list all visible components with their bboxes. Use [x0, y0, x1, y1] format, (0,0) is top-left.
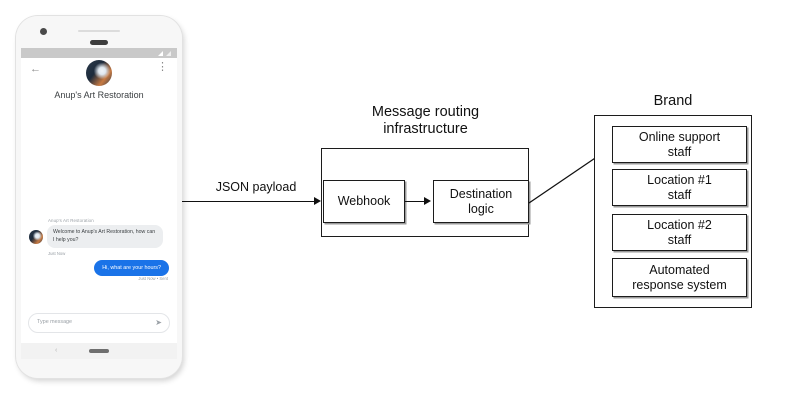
webhook-to-destination-line — [405, 201, 426, 202]
back-arrow-icon[interactable]: ← — [30, 63, 41, 75]
brand-title: Brand — [653, 93, 693, 109]
destination-logic-box[interactable]: Destination logic — [433, 180, 529, 223]
phone-earpiece-icon — [90, 40, 108, 45]
status-bar — [21, 48, 177, 58]
incoming-message-bubble: Welcome to Anup's Art Restoration, how c… — [47, 225, 163, 248]
front-camera-icon — [40, 28, 47, 35]
brand-item-label-line2: response system — [632, 277, 727, 292]
chat-thread: Anup's Art Restoration Welcome to Anup's… — [21, 218, 177, 305]
signal-icon — [158, 51, 163, 56]
brand-item-location-2-staff[interactable]: Location #2 staff — [612, 214, 747, 251]
incoming-timestamp: Just Now — [48, 251, 66, 256]
routing-title-line2: infrastructure — [383, 121, 468, 137]
send-icon[interactable]: ➤ — [155, 318, 162, 327]
destination-logic-label-line2: logic — [468, 201, 494, 216]
webhook-box[interactable]: Webhook — [323, 180, 405, 223]
brand-item-label-line1: Automated — [649, 263, 710, 277]
brand-item-label-line2: staff — [667, 187, 692, 202]
android-nav-bar: ‹ — [21, 343, 177, 359]
brand-name-heading: Anup's Art Restoration — [54, 90, 144, 100]
brand-item-label-line2: staff — [667, 232, 692, 247]
brand-item-label-line1: Location #1 — [647, 173, 712, 187]
app-bar: ← ⋮ — [21, 58, 177, 80]
incoming-sender-name: Anup's Art Restoration — [48, 218, 94, 223]
brand-item-location-1-staff[interactable]: Location #1 staff — [612, 169, 747, 206]
outgoing-message-bubble: Hi, what are your hours? — [94, 260, 169, 276]
brand-avatar — [86, 60, 112, 86]
outgoing-message-status: Just Now • Sent — [138, 276, 168, 281]
routing-title-line1: Message routing — [371, 104, 480, 120]
brand-item-label-line2: staff — [667, 144, 692, 159]
brand-item-online-support-staff[interactable]: Online support staff — [612, 126, 747, 163]
webhook-label: Webhook — [337, 194, 391, 209]
brand-item-label-line1: Location #2 — [647, 218, 712, 232]
message-input-bar[interactable]: Type message ➤ — [28, 313, 170, 333]
phone-speaker-slit — [78, 30, 120, 32]
home-pill-icon[interactable] — [89, 349, 109, 353]
nav-back-icon[interactable]: ‹ — [55, 347, 58, 354]
wifi-icon — [166, 51, 171, 56]
overflow-menu-icon[interactable]: ⋮ — [157, 61, 168, 73]
json-payload-label: JSON payload — [215, 180, 297, 194]
brand-item-label-line1: Online support — [638, 130, 721, 144]
message-input[interactable]: Type message — [37, 319, 73, 325]
brand-item-automated-response-system[interactable]: Automated response system — [612, 258, 747, 297]
destination-logic-label-line1: Destination — [449, 187, 513, 201]
incoming-avatar — [29, 230, 43, 244]
phone-screen: ← ⋮ Anup's Art Restoration Anup's Art Re… — [21, 48, 177, 343]
payload-connector-line — [182, 201, 316, 202]
phone-mockup: ← ⋮ Anup's Art Restoration Anup's Art Re… — [16, 16, 182, 378]
webhook-to-destination-arrowhead — [424, 197, 431, 205]
payload-arrowhead — [314, 197, 321, 205]
phone-bezel-bottom — [16, 359, 182, 378]
